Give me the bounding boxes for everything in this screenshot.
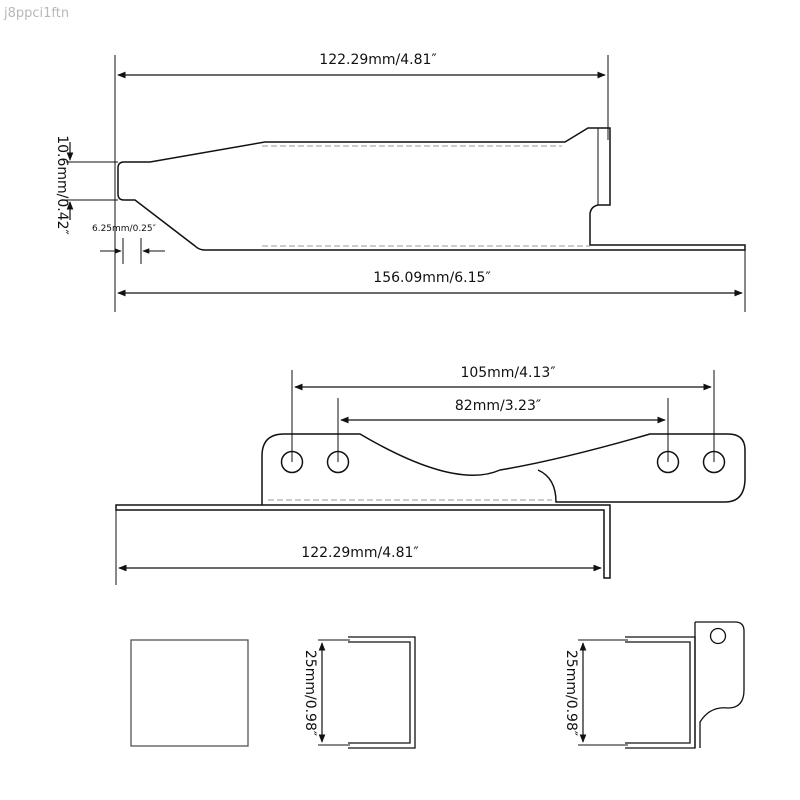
bracket-side-outline bbox=[261, 433, 746, 505]
bracket-top-outline bbox=[117, 127, 746, 251]
dimension-label-height: 10.6mm/0.42″ bbox=[54, 135, 70, 235]
mount-hole bbox=[326, 450, 350, 474]
watermark-text: j8ppci1ftn bbox=[4, 6, 70, 21]
mount-hole bbox=[280, 450, 304, 474]
mount-hole bbox=[656, 450, 680, 474]
end-view-channel bbox=[348, 636, 416, 749]
mount-hole bbox=[702, 450, 726, 474]
tab-hole bbox=[709, 627, 727, 645]
middle-view: 105mm/4.13″ 82mm/3.23″ 122.29mm/4.81″ bbox=[115, 365, 746, 585]
end-view-tab bbox=[694, 621, 745, 748]
dimension-label-top-length: 122.29mm/4.81″ bbox=[319, 52, 436, 68]
dimension-label-channel-height: 25mm/0.98″ bbox=[302, 650, 318, 736]
dimension-label-tab-height: 25mm/0.98″ bbox=[563, 650, 579, 736]
top-view: 122.29mm/4.81″ 10.6mm/0.42″ 6.25mm/0.25″… bbox=[54, 52, 746, 312]
dimension-label-outer-holes: 105mm/4.13″ bbox=[460, 365, 555, 381]
end-view-tab-channel bbox=[625, 636, 696, 749]
end-view-square bbox=[130, 639, 249, 747]
bracket-side-flange bbox=[115, 504, 611, 579]
dimension-label-total-length: 156.09mm/6.15″ bbox=[373, 270, 490, 286]
dimension-label-foot: 6.25mm/0.25″ bbox=[92, 224, 157, 234]
bottom-views: 25mm/0.98″ 25mm/0.98″ bbox=[130, 621, 745, 749]
dimension-label-bottom-length: 122.29mm/4.81″ bbox=[301, 545, 418, 561]
dimension-label-inner-holes: 82mm/3.23″ bbox=[455, 398, 541, 414]
